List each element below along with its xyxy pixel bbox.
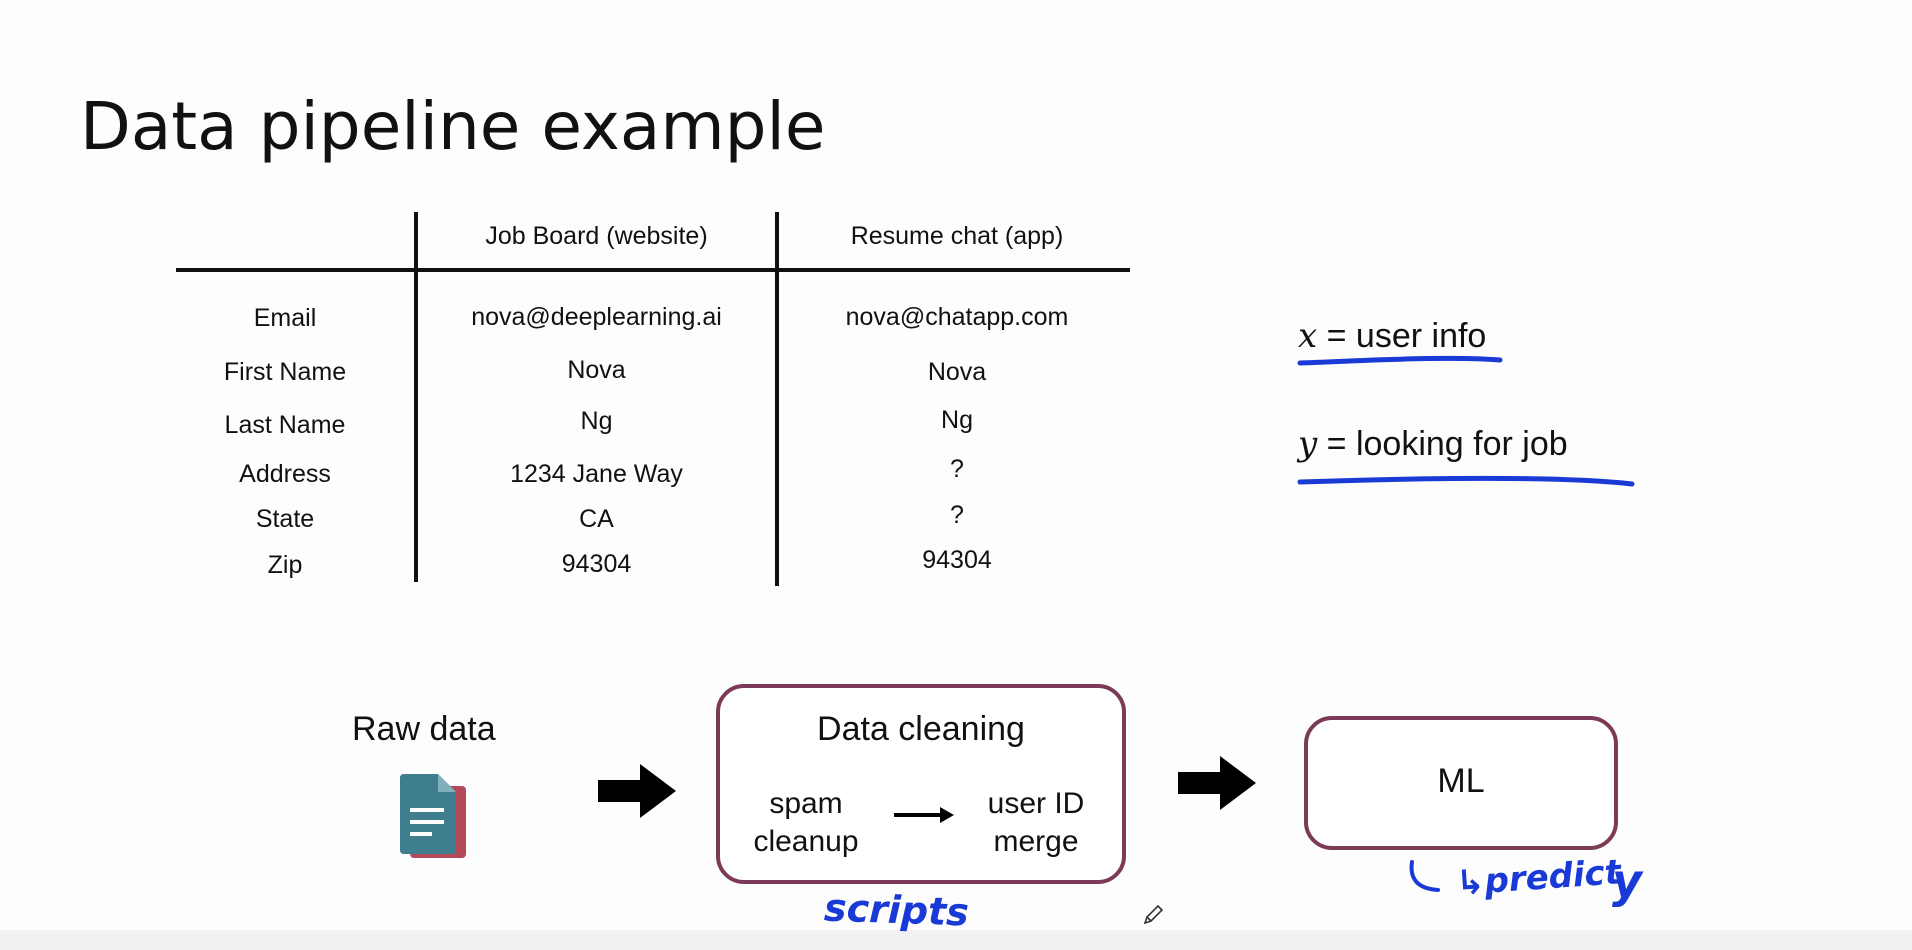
cell-job-address: 1234 Jane Way bbox=[510, 460, 683, 488]
y-variable: y bbox=[1298, 424, 1318, 464]
cell-job-first-name: Nova bbox=[567, 356, 626, 384]
document-stack-icon bbox=[400, 774, 466, 858]
cell-resume-last-name: Ng bbox=[941, 406, 973, 434]
slide-title: Data pipeline example bbox=[80, 88, 826, 165]
cell-job-last-name: Ng bbox=[580, 407, 613, 435]
table-column-divider-2 bbox=[775, 212, 779, 586]
header-resume-chat: Resume chat (app) bbox=[850, 222, 1064, 250]
cell-resume-zip: 94304 bbox=[922, 546, 992, 574]
user-id-merge-step: user ID merge bbox=[968, 785, 1104, 861]
cell-resume-first-name: Nova bbox=[927, 358, 987, 386]
handwritten-scripts: scripts bbox=[823, 885, 970, 935]
pencil-cursor-icon bbox=[1143, 904, 1164, 925]
row-label-first-name: First Name bbox=[223, 358, 347, 386]
bottom-strip bbox=[0, 930, 1912, 950]
cell-job-email: nova@deeplearning.ai bbox=[471, 303, 722, 331]
ml-box bbox=[1304, 716, 1618, 850]
spam-cleanup-line2: cleanup bbox=[753, 825, 859, 858]
data-cleaning-title: Data cleaning bbox=[817, 710, 1025, 748]
data-cleaning-box bbox=[716, 684, 1126, 884]
user-id-merge-line1: user ID bbox=[987, 787, 1085, 820]
row-label-state: State bbox=[255, 505, 315, 533]
right-arrow-icon bbox=[1178, 756, 1256, 810]
handwritten-y: y bbox=[1612, 854, 1642, 908]
y-description: = looking for job bbox=[1317, 425, 1568, 463]
user-id-merge-line2: merge bbox=[993, 825, 1079, 858]
spam-cleanup-line1: spam bbox=[769, 787, 843, 820]
x-description: = user info bbox=[1317, 317, 1487, 355]
predict-hook-stroke bbox=[1409, 860, 1440, 892]
y-underline bbox=[1297, 476, 1635, 487]
x-definition: x = user info bbox=[1298, 316, 1486, 356]
row-label-address: Address bbox=[239, 460, 331, 488]
handwritten-predict: ↳predict bbox=[1454, 852, 1623, 904]
table-header-rule bbox=[176, 268, 1130, 272]
x-underline bbox=[1297, 355, 1503, 366]
cell-job-state: CA bbox=[579, 505, 614, 533]
raw-data-label: Raw data bbox=[352, 710, 496, 748]
x-variable: x bbox=[1298, 316, 1318, 356]
cell-resume-email: nova@chatapp.com bbox=[845, 303, 1069, 331]
y-definition: y = looking for job bbox=[1298, 424, 1568, 464]
spam-cleanup-step: spam cleanup bbox=[738, 785, 874, 861]
cell-resume-state: ? bbox=[950, 501, 964, 529]
cell-job-zip: 94304 bbox=[561, 550, 632, 578]
cell-resume-address: ? bbox=[950, 455, 964, 483]
right-arrow-icon bbox=[598, 764, 676, 818]
header-job-board: Job Board (website) bbox=[485, 222, 708, 250]
row-label-last-name: Last Name bbox=[224, 411, 346, 439]
ml-label: ML bbox=[1437, 762, 1485, 800]
table-column-divider-1 bbox=[414, 212, 418, 582]
row-label-zip: Zip bbox=[267, 551, 303, 579]
row-label-email: Email bbox=[253, 304, 317, 332]
